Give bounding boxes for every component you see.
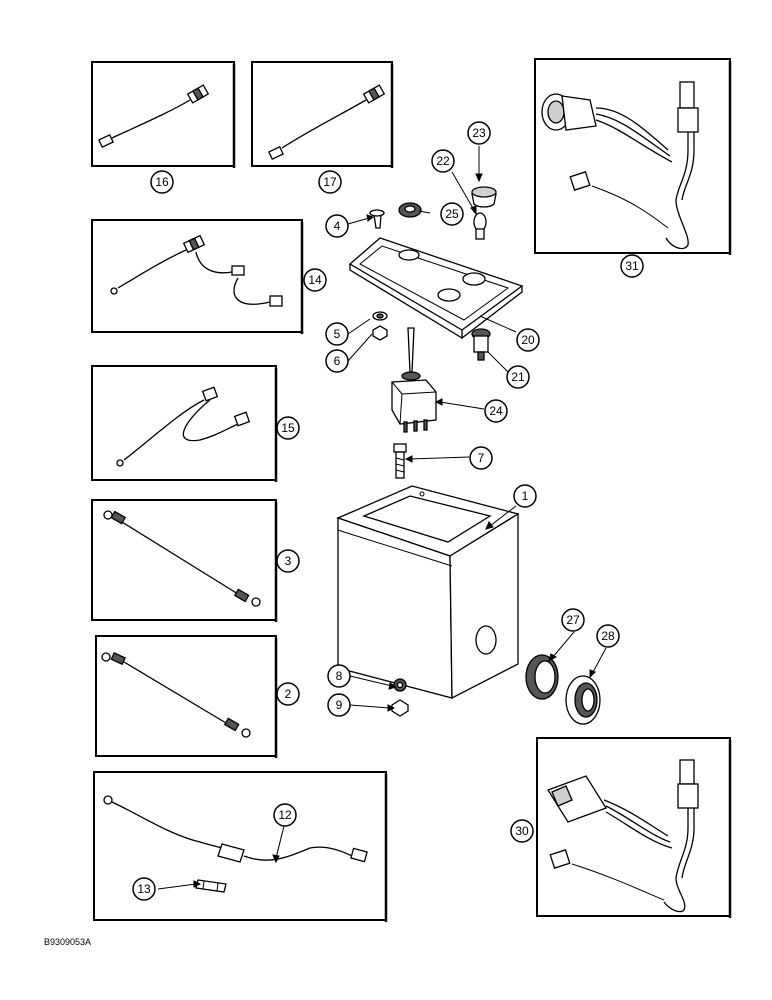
cable-2-panel [95,635,278,758]
callout-12: 12 [273,803,297,827]
callout-27-label: 27 [566,613,580,627]
callout-9: 9 [327,693,351,717]
callout-25: 25 [440,202,464,226]
enclosure-box-1 [336,485,520,700]
callout-2-label: 2 [285,687,292,701]
callout-8-label: 8 [336,669,343,683]
callout-31-label: 31 [625,259,639,273]
callout-13-label: 13 [137,882,151,896]
callout-15: 15 [276,416,300,440]
callout-23: 23 [467,121,491,145]
callout-24-label: 24 [489,404,503,418]
toggle-switch-24 [391,327,437,433]
callout-22-label: 22 [436,154,450,168]
callout-6: 6 [325,349,349,373]
callout-28-label: 28 [601,629,615,643]
callout-24: 24 [484,399,508,423]
harness-16-panel [91,61,236,168]
callout-20: 20 [516,328,540,352]
callout-7: 7 [469,446,493,470]
callout-8: 8 [327,664,351,688]
callout-6-label: 6 [334,354,341,368]
leader-lines [157,146,607,890]
callout-16: 16 [150,170,174,194]
reference-code: B9309053A [44,937,91,947]
harness-15-panel [91,365,278,482]
nut-6 [372,325,388,341]
harness-31-panel [534,58,732,255]
callout-1-label: 1 [522,489,529,503]
callout-27: 27 [561,608,585,632]
cable-3-panel [91,499,278,622]
callout-14: 14 [303,268,327,292]
fuse-harness-12-panel [93,771,388,922]
callout-30-label: 30 [515,824,529,838]
callout-17: 17 [318,170,342,194]
callout-13: 13 [132,877,156,901]
screw-4 [369,209,385,229]
bulb-22 [473,212,487,240]
callout-1: 1 [513,484,537,508]
lamp-cap-23 [471,186,497,208]
callout-21-label: 21 [511,370,525,384]
callout-25-label: 25 [445,207,459,221]
callout-31: 31 [620,254,644,278]
callout-30: 30 [510,819,534,843]
callout-16-label: 16 [155,175,169,189]
grommet-25 [398,202,422,218]
callout-2: 2 [276,682,300,706]
callout-3-label: 3 [285,554,292,568]
callout-22: 22 [431,149,455,173]
callout-7-label: 7 [478,451,485,465]
callout-5: 5 [325,322,349,346]
harness-14-panel [91,219,304,334]
callout-4: 4 [325,214,349,238]
callout-15-label: 15 [281,421,295,435]
lock-washer-8 [393,678,407,692]
callout-23-label: 23 [472,126,486,140]
callout-3: 3 [276,549,300,573]
callout-28: 28 [596,624,620,648]
ring-nut-27 [525,654,559,700]
callout-5-label: 5 [334,327,341,341]
washer-5 [372,311,388,321]
callout-12-label: 12 [278,808,292,822]
harness-17-panel [251,61,394,168]
bolt-7 [393,443,407,479]
callout-4-label: 4 [334,219,341,233]
harness-30-panel [536,737,732,918]
lamp-socket-21 [471,328,491,361]
grommet-28 [565,675,601,725]
callout-17-label: 17 [323,175,337,189]
mounting-plate-20 [348,237,524,340]
callout-9-label: 9 [336,698,343,712]
callout-14-label: 14 [308,273,322,287]
callout-21: 21 [506,365,530,389]
callout-20-label: 20 [521,333,535,347]
nut-9 [391,699,409,717]
